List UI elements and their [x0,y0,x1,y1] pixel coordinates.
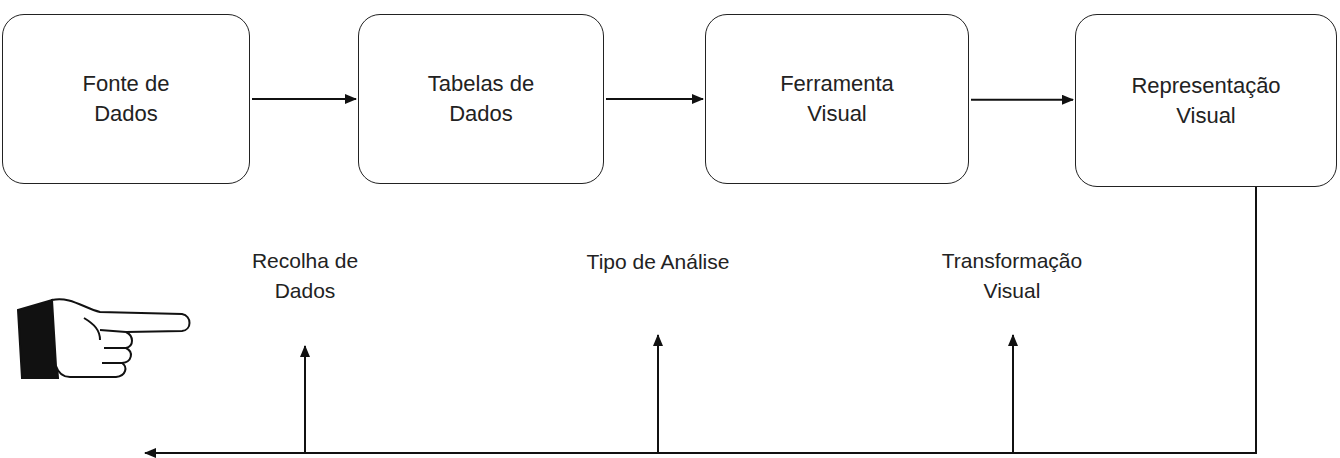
flow-arrow [606,98,703,100]
step-label: Recolha de Dados [228,246,382,307]
flow-arrow [252,98,356,100]
process-box: Fonte de Dados [2,14,250,184]
step-label: Tipo de Análise [546,247,770,277]
step-label: Transformação Visual [915,246,1109,307]
feedback-line [145,187,1256,453]
process-box: Representação Visual [1075,14,1337,187]
flow-arrow [971,99,1073,101]
box-text: Representação Visual [1116,71,1296,130]
box-text: Tabelas de Dados [416,69,546,128]
process-box: Ferramenta Visual [705,14,969,184]
box-text: Ferramenta Visual [772,69,902,128]
process-box: Tabelas de Dados [358,14,604,184]
box-text: Fonte de Dados [61,69,191,128]
pointing-hand-icon [18,299,190,378]
